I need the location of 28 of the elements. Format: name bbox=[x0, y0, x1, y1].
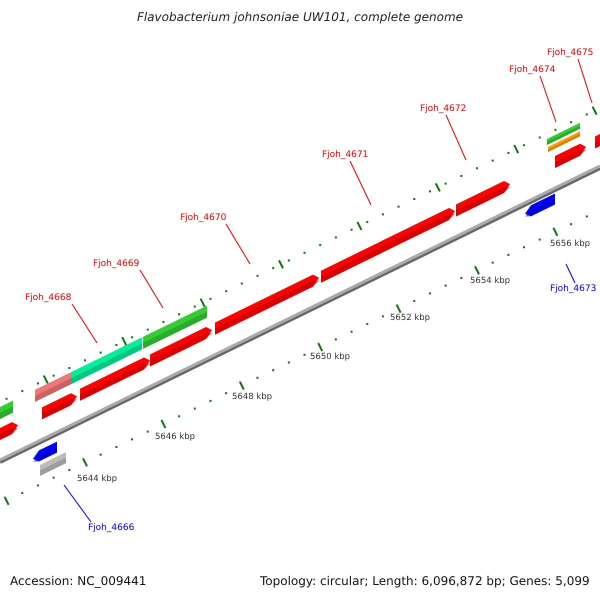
leader-line bbox=[64, 484, 92, 522]
gene-label: Fjoh_4671 bbox=[322, 149, 368, 161]
scale-label: 5646 kbp bbox=[155, 432, 196, 443]
title: Flavobacterium johnsoniae UW101, complete genome bbox=[136, 10, 464, 24]
leader-line bbox=[140, 270, 164, 308]
gene-label: Fjoh_4672 bbox=[420, 103, 466, 115]
leader-line bbox=[540, 76, 556, 122]
scale-label: 5644 kbp bbox=[77, 474, 118, 485]
footer-text: Accession: NC_009441 bbox=[10, 574, 146, 588]
scale-label: 5650 kbp bbox=[310, 352, 350, 363]
gene-label: Fjoh_4674 bbox=[509, 64, 556, 76]
leader-line bbox=[226, 224, 250, 264]
gene-label: Fjoh_4669 bbox=[93, 258, 140, 270]
leader-line bbox=[446, 114, 466, 160]
gene-label: Fjoh_4666 bbox=[88, 522, 134, 534]
scale-label: 5652 kbp bbox=[390, 313, 430, 324]
scale-label: 5654 kbp bbox=[470, 276, 510, 287]
gene-label: Fjoh_4668 bbox=[25, 292, 72, 304]
scale-label: 5648 kbp bbox=[232, 392, 272, 403]
gene-label: Fjoh_4675 bbox=[547, 47, 594, 59]
gene-label: Fjoh_4670 bbox=[180, 212, 226, 224]
footer-text: Topology: circular; Length: 6,096,872 bp; Genes: 5,099 bbox=[260, 574, 590, 588]
gene-label: Fjoh_4673 bbox=[550, 283, 596, 295]
leader-line bbox=[566, 264, 576, 284]
scale-label: 5656 kbp bbox=[550, 239, 590, 250]
leader-line bbox=[350, 160, 372, 206]
leader-line bbox=[578, 58, 592, 104]
leader-line bbox=[72, 304, 98, 344]
